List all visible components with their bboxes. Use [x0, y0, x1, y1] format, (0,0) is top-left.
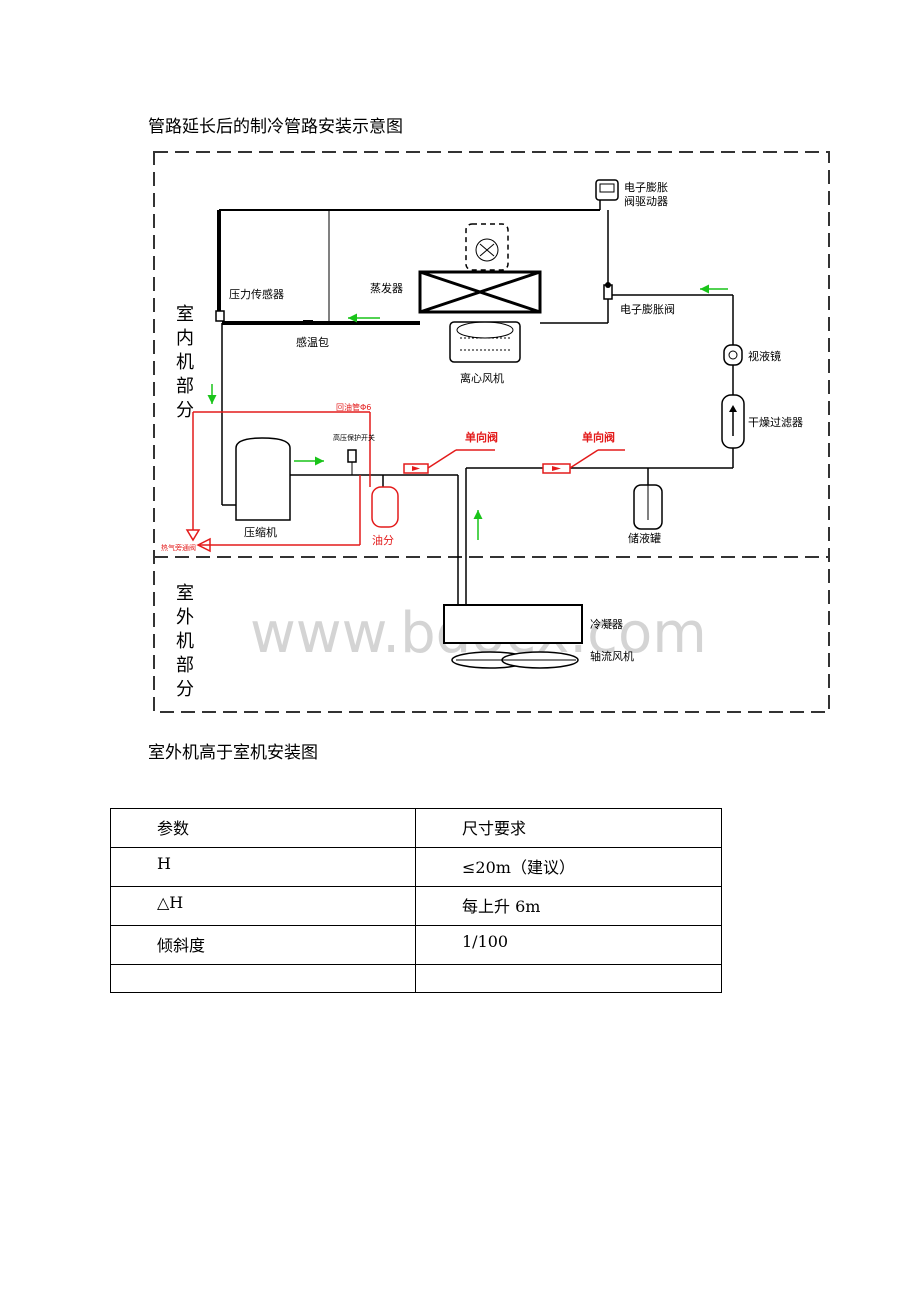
fan-dashed-icon — [465, 223, 509, 271]
outdoor-section-label: 室 外 机 部 分 — [176, 583, 194, 700]
svg-text:部: 部 — [176, 655, 194, 676]
table-cell: ≤20m（建议） — [415, 847, 722, 887]
temp-bulb-icon — [303, 320, 313, 325]
evaporator — [418, 270, 542, 314]
oil-separator-icon — [371, 486, 399, 528]
pressure-sensor-icon — [215, 310, 225, 322]
pressure-sensor-label: 压力传感器 — [229, 288, 284, 301]
header-cell: 尺寸要求 — [415, 808, 722, 848]
evd-driver-label-2: 阀驱动器 — [624, 194, 668, 208]
compressor-label: 压缩机 — [244, 525, 277, 539]
high-pressure-switch-icon — [347, 449, 357, 463]
axial-fan-icon — [451, 651, 579, 669]
receiver-icon — [633, 484, 663, 530]
check-valve-1-icon — [403, 463, 429, 474]
evd-driver-label-1: 电子膨胀 — [624, 180, 668, 194]
diagram-border — [153, 151, 830, 713]
svg-text:部: 部 — [176, 376, 194, 397]
check-valve-2-icon — [542, 463, 571, 474]
red-piping — [185, 411, 625, 553]
svg-text:室: 室 — [176, 583, 194, 604]
return-oil-label: 回油管Φ6 — [336, 402, 371, 412]
table-row: 倾斜度 1/100 — [110, 925, 722, 965]
centrifugal-fan-label: 离心风机 — [460, 371, 504, 385]
centrifugal-fan-icon — [449, 321, 521, 363]
evd-display-icon — [599, 183, 615, 193]
check-valve-2-label: 单向阀 — [582, 430, 615, 444]
table-cell: H — [110, 847, 416, 887]
high-pressure-switch-label: 高压保护开关 — [333, 433, 375, 442]
temp-bulb-label: 感温包 — [296, 336, 329, 349]
eev-valve-icon — [603, 282, 613, 300]
table-cell — [110, 964, 416, 993]
piping — [217, 200, 734, 605]
dryer-filter-label: 干燥过滤器 — [748, 416, 803, 429]
condenser-label: 冷凝器 — [590, 617, 623, 631]
sight-glass-icon — [723, 344, 743, 366]
parameter-table: 参数 尺寸要求 H ≤20m（建议） △H 每上升 6m 倾斜度 1/100 — [110, 808, 722, 993]
indoor-section-label: 室 内 机 部 分 — [176, 304, 194, 421]
table-cell: △H — [110, 886, 416, 926]
oil-separator-label: 油分 — [372, 533, 394, 547]
svg-text:室: 室 — [176, 304, 194, 325]
table-cell: 倾斜度 — [110, 925, 416, 965]
refrigeration-piping-diagram: www.bdocx.com 室 内 机 部 分 室 外 机 部 分 — [153, 151, 830, 713]
sight-glass-label: 视液镜 — [748, 349, 781, 363]
dryer-filter-icon — [721, 394, 745, 449]
svg-text:机: 机 — [176, 352, 194, 373]
receiver-label: 储液罐 — [628, 531, 661, 545]
table-cell — [415, 964, 722, 993]
table-title: 室外机高于室机安装图 — [148, 743, 318, 763]
table-row: △H 每上升 6m — [110, 886, 722, 926]
condenser-icon — [443, 604, 583, 644]
compressor-icon — [235, 437, 291, 521]
flow-arrows — [207, 284, 728, 540]
hot-gas-bypass-label: 热气旁通阀 — [161, 543, 196, 552]
table-row: H ≤20m（建议） — [110, 847, 722, 887]
header-cell: 参数 — [110, 808, 416, 848]
axial-fan-label: 轴流风机 — [590, 649, 634, 663]
table-cell: 每上升 6m — [415, 886, 722, 926]
evaporator-label: 蒸发器 — [370, 281, 403, 295]
check-valve-1-label: 单向阀 — [465, 430, 498, 444]
svg-text:分: 分 — [176, 679, 194, 700]
svg-text:内: 内 — [176, 328, 194, 349]
table-row — [110, 964, 722, 993]
table-cell: 1/100 — [415, 925, 722, 965]
diagram-title: 管路延长后的制冷管路安装示意图 — [148, 117, 403, 137]
evd-driver — [595, 179, 619, 201]
svg-text:分: 分 — [176, 400, 194, 421]
eev-label: 电子膨胀阀 — [620, 302, 675, 316]
svg-text:外: 外 — [176, 607, 194, 628]
table-header-row: 参数 尺寸要求 — [110, 808, 722, 848]
svg-text:机: 机 — [176, 631, 194, 652]
